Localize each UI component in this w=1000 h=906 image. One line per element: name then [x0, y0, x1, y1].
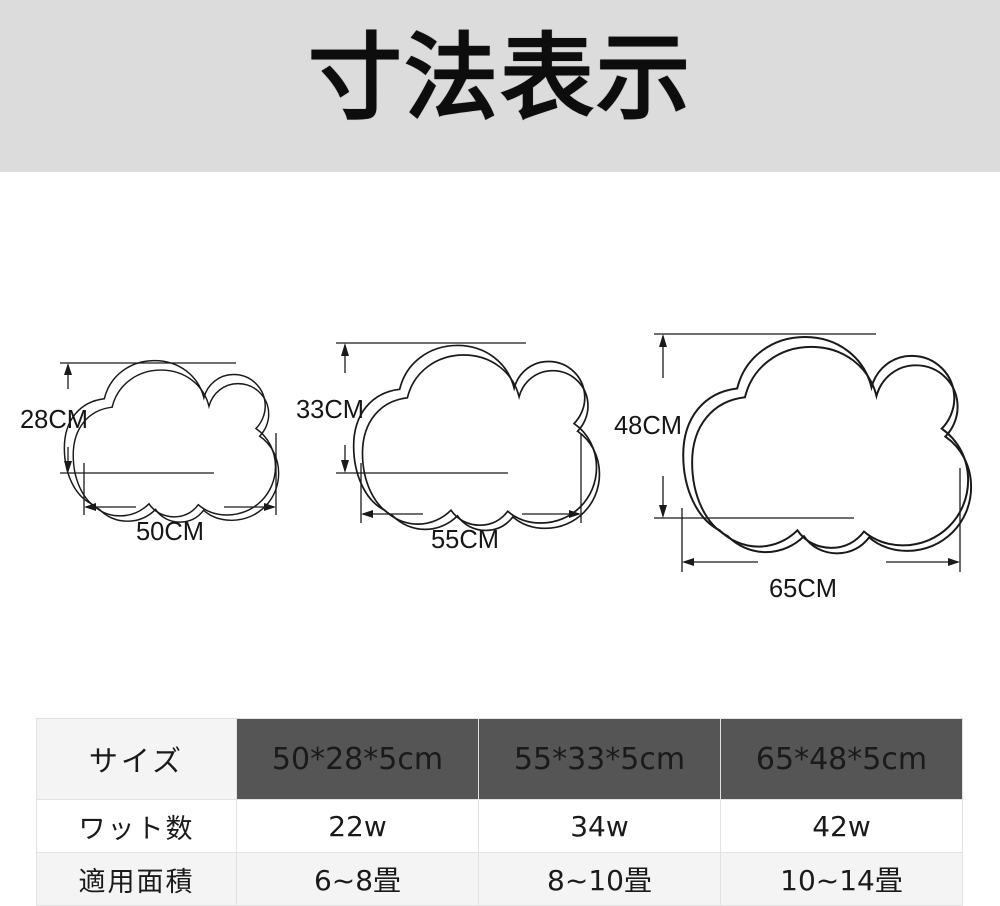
dimension-width-large — [681, 468, 961, 572]
cell-area-2: 8~10畳 — [478, 852, 721, 906]
row-label-size: サイズ — [36, 718, 237, 800]
table-row-size: サイズ 50*28*5cm 55*33*5cm 65*48*5cm — [36, 718, 963, 800]
dimension-width-medium — [360, 433, 582, 523]
dimension-width-label-large: 65CM — [769, 575, 837, 603]
cell-area-1: 6~8畳 — [236, 852, 479, 906]
page-title: 寸法表示 — [307, 24, 692, 133]
cloud-diagram-large: 48CM 65CM — [614, 212, 1000, 672]
cloud-diagram-medium: 33CM 55CM — [296, 237, 626, 667]
cell-size-1: 50*28*5cm — [236, 718, 479, 800]
cell-wattage-2: 34w — [478, 799, 721, 853]
spec-table: サイズ 50*28*5cm 55*33*5cm 65*48*5cm ワット数 2… — [36, 718, 963, 906]
dimension-height-large — [654, 333, 876, 519]
cell-size-2: 55*33*5cm — [478, 718, 721, 800]
table-row-area: 適用面積 6~8畳 8~10畳 10~14畳 — [36, 852, 963, 906]
diagram-area: 28CM 50CM — [0, 172, 1000, 712]
row-label-area: 適用面積 — [36, 852, 237, 906]
dimension-width-label-medium: 55CM — [431, 526, 499, 554]
dimension-height-medium — [336, 342, 526, 474]
cloud-shape-small — [63, 359, 280, 523]
cloud-shape-medium — [352, 344, 601, 532]
cell-area-3: 10~14畳 — [720, 852, 963, 906]
dimension-height-label-medium: 33CM — [296, 396, 364, 424]
dimension-width-small — [83, 433, 277, 515]
cloud-shape-large — [682, 336, 973, 555]
cloud-diagram-small: 28CM 50CM — [18, 267, 318, 667]
cell-wattage-1: 22w — [236, 799, 479, 853]
dimension-height-label-large: 48CM — [614, 412, 682, 440]
dimension-height-label-small: 28CM — [20, 406, 88, 434]
header-banner: 寸法表示 — [0, 0, 1000, 172]
cell-wattage-3: 42w — [720, 799, 963, 853]
table-row-wattage: ワット数 22w 34w 42w — [36, 799, 963, 853]
dimension-height-small — [60, 362, 236, 474]
row-label-wattage: ワット数 — [36, 799, 237, 853]
cell-size-3: 65*48*5cm — [720, 718, 963, 800]
dimension-width-label-small: 50CM — [136, 518, 204, 546]
